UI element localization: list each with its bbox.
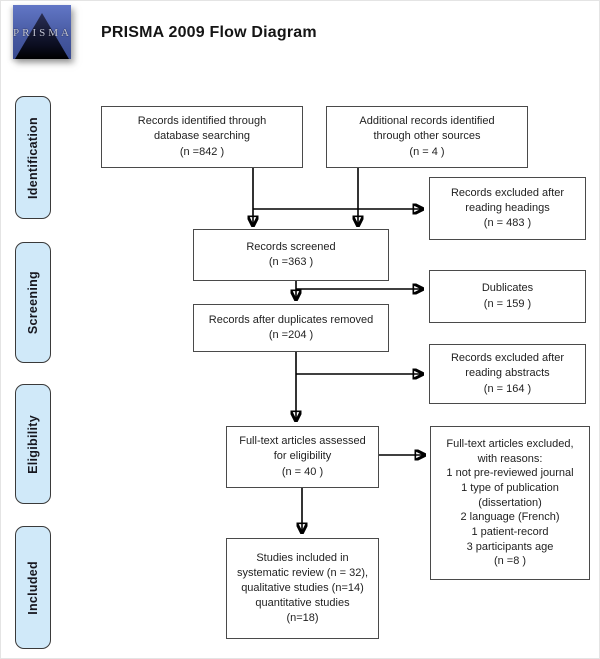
prisma-logo-text: PRISMA bbox=[13, 27, 72, 39]
box-additional-records: Additional records identified through ot… bbox=[326, 106, 528, 168]
stage-eligibility: Eligibility bbox=[15, 384, 51, 504]
box-duplicates: Dublicates (n = 159 ) bbox=[429, 270, 586, 323]
stage-screening-label: Screening bbox=[26, 270, 40, 335]
box-excluded-headings: Records excluded after reading headings … bbox=[429, 177, 586, 240]
page-title: PRISMA 2009 Flow Diagram bbox=[101, 24, 317, 41]
stage-identification-label: Identification bbox=[26, 116, 40, 199]
stage-screening: Screening bbox=[15, 242, 51, 363]
box-excluded-abstracts: Records excluded after reading abstracts… bbox=[429, 344, 586, 404]
prisma-logo: PRISMA bbox=[13, 5, 71, 59]
box-studies-included: Studies included in systematic review (n… bbox=[226, 538, 379, 639]
stage-included: Included bbox=[15, 526, 51, 649]
box-records-screened: Records screened (n =363 ) bbox=[193, 229, 389, 281]
box-fulltext-assessed: Full-text articles assessed for eligibil… bbox=[226, 426, 379, 488]
stage-eligibility-label: Eligibility bbox=[26, 414, 40, 474]
box-fulltext-excluded: Full-text articles excluded, with reason… bbox=[430, 426, 590, 580]
box-after-duplicates-removed: Records after duplicates removed (n =204… bbox=[193, 304, 389, 352]
box-records-identified: Records identified through database sear… bbox=[101, 106, 303, 168]
stage-identification: Identification bbox=[15, 96, 51, 219]
stage-included-label: Included bbox=[26, 560, 40, 615]
